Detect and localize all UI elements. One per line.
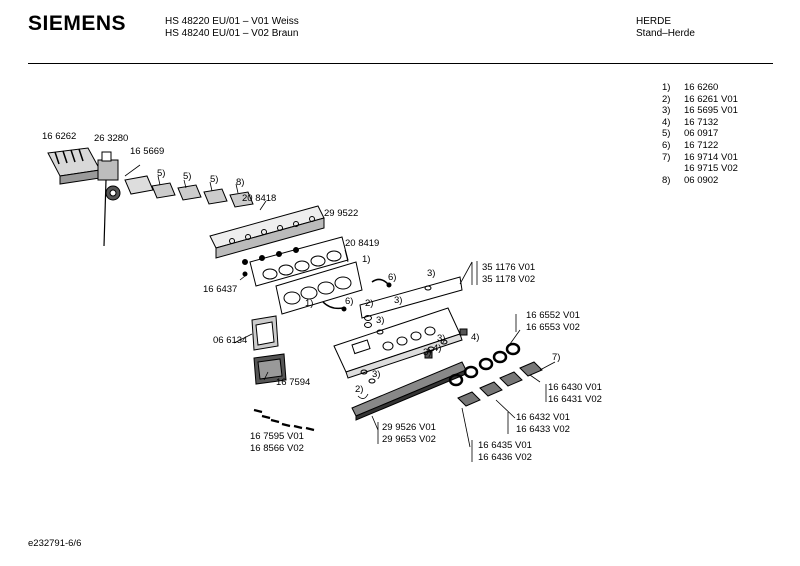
callout-label: 4) (433, 343, 442, 354)
legend-row: 3) 16 5695 V01 (662, 105, 738, 117)
legend-key: 4) (662, 116, 671, 128)
screws (253, 408, 315, 432)
part-label: 16 6431 V02 (548, 394, 602, 405)
parts-legend: 1) 16 6260 2) 16 6261 V01 3) 16 5695 V01 4)… (662, 82, 738, 186)
callout-label: 1) (362, 254, 371, 265)
knob-rings (448, 329, 521, 387)
control-knobs (457, 361, 556, 448)
part-label: 16 6553 V02 (526, 322, 580, 333)
part-label: 16 8566 V02 (250, 443, 304, 454)
part-label: 29 9522 (324, 208, 359, 219)
callout-label: 8) (236, 177, 245, 188)
legend-row: 1) 16 6260 (662, 82, 738, 94)
callout-label: 2) (355, 384, 364, 395)
seal-plate (275, 249, 363, 315)
callout-label: 3) (423, 347, 432, 358)
drawing-code: e232791-6/6 (28, 538, 82, 549)
legend-row: 7) 16 9714 V01 (662, 152, 738, 164)
part-label: 29 9526 V01 (382, 422, 436, 433)
callout-label: 6) (345, 296, 354, 307)
part-label: 16 6432 V01 (516, 412, 570, 423)
small-fittings (357, 285, 468, 399)
part-label: 35 1178 V02 (482, 274, 536, 285)
part-label: 20 8418 (242, 193, 277, 204)
thermostat (97, 151, 121, 247)
legend-value: 16 6260 (684, 82, 719, 93)
callout-label: 6) (388, 272, 397, 283)
display-module (233, 315, 279, 351)
legend-row: 4) 16 7132 (662, 117, 738, 129)
part-label: 06 6134 (213, 335, 248, 346)
legend-row: 16 9715 V02 (662, 163, 738, 175)
callout-label: 3) (394, 295, 403, 306)
legend-key: 7) (662, 151, 671, 163)
legend-value: 16 7132 (684, 116, 719, 128)
part-label: 16 5669 (130, 146, 165, 157)
legend-key: 3) (662, 105, 671, 117)
part-label: 29 9653 V02 (382, 434, 436, 445)
callout-label: 5) (210, 174, 219, 185)
callout-label: 3) (427, 268, 436, 279)
part-label: 16 6435 V01 (478, 440, 532, 451)
callout-label: 3) (372, 369, 381, 380)
legend-key: 8) (662, 174, 671, 186)
callout-label: 5) (157, 168, 166, 179)
model-line-1: HS 48220 EU/01 – V01 Weiss (165, 16, 299, 27)
wire-harness (322, 278, 392, 312)
callout-label: 7) (552, 352, 561, 363)
callout-label: 3) (376, 315, 385, 326)
legend-value: 06 0902 (684, 174, 719, 186)
part-label: 16 6430 V01 (548, 382, 602, 393)
legend-row: 6) 16 7122 (662, 140, 738, 152)
switch-row (124, 164, 254, 208)
legend-key: 2) (662, 93, 671, 105)
part-label: 16 7594 (276, 377, 311, 388)
legend-key: 6) (662, 139, 671, 151)
header-divider (28, 63, 773, 64)
legend-value: 16 5695 V01 (684, 105, 738, 117)
legend-row: 2) 16 6261 V01 (662, 94, 738, 106)
gasket-plate (249, 236, 349, 287)
legend-row: 8) 06 0902 (662, 175, 738, 187)
part-label: 16 6262 (42, 131, 77, 142)
category-line-2: Stand–Herde (636, 28, 695, 39)
bracket-leaders (377, 261, 547, 462)
part-label: 16 6437 (203, 284, 238, 295)
part-label: 16 6433 V02 (516, 424, 570, 435)
legend-value: 16 7122 (684, 139, 719, 151)
legend-value: 16 6261 V01 (684, 93, 738, 105)
callout-label: 3) (437, 333, 446, 344)
model-line-2: HS 48240 EU/01 – V02 Braun (165, 28, 299, 39)
legend-value: 06 0917 (684, 128, 719, 140)
clock-module (253, 353, 287, 385)
trim-strip (351, 361, 467, 431)
part-label: 35 1176 V01 (482, 262, 536, 273)
category-line-1: HERDE (636, 16, 672, 27)
legend-key: 1) (662, 82, 671, 93)
brand-logo: SIEMENS (28, 12, 127, 35)
part-label: 16 6436 V02 (478, 452, 532, 463)
part-label: 20 8419 (345, 238, 380, 249)
legend-row: 5) 06 0917 (662, 128, 738, 140)
mounting-bracket (209, 200, 325, 259)
legend-key: 5) (662, 128, 671, 140)
legend-value: 16 9714 V01 (684, 151, 738, 163)
washers (239, 247, 299, 281)
callout-label: 1) (305, 298, 314, 309)
callout-label: 2) (365, 298, 374, 309)
part-label: 16 6552 V01 (526, 310, 580, 321)
part-label: 16 7595 V01 (250, 431, 304, 442)
legend-value: 16 9715 V02 (684, 163, 738, 175)
terminal-block (47, 147, 101, 185)
callout-label: 4) (471, 332, 480, 343)
callout-label: 5) (183, 171, 192, 182)
part-label: 26 3280 (94, 133, 129, 144)
